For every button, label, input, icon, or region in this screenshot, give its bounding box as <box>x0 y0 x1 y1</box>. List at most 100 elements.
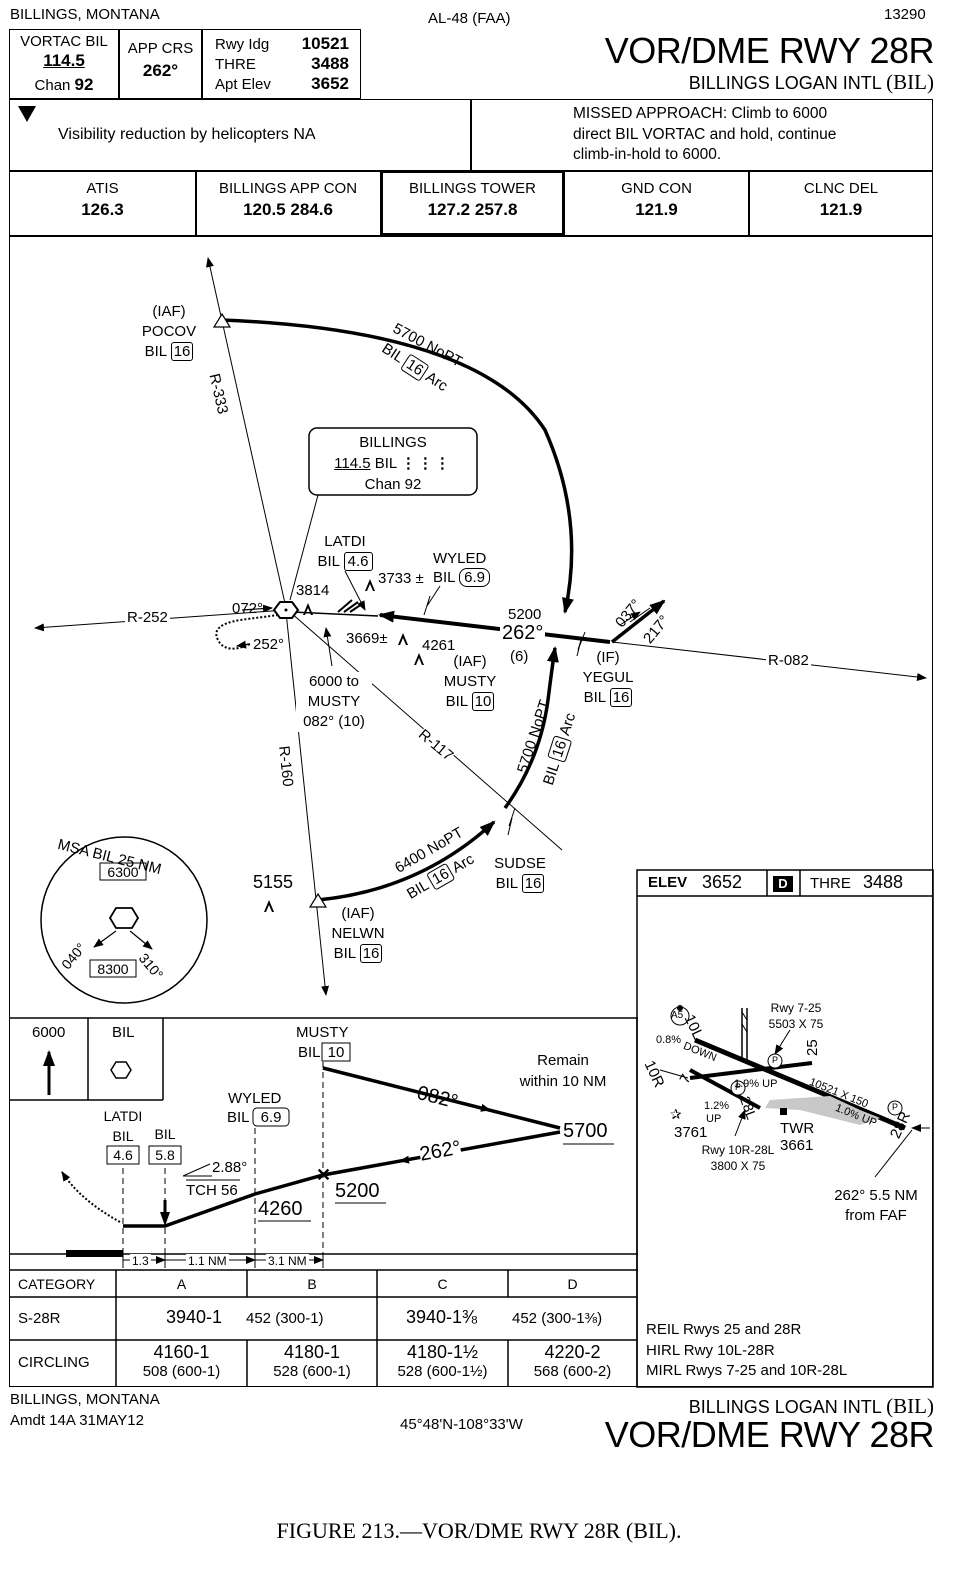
ad-grad-12: 1.2% <box>704 1100 730 1112</box>
musty-transition-note: 6000 to MUSTY 082° (10) <box>296 672 372 732</box>
comm-freq: 127.2 257.8 <box>427 200 518 219</box>
ad-rwy-10r-28l-label: Rwy 10R-28L 3800 X 75 <box>701 1143 775 1173</box>
ad-grad-19: 1.9% UP <box>734 1078 778 1090</box>
course-072: 072° <box>232 600 264 617</box>
thre-value: 3488 <box>311 54 349 73</box>
fix-nelwn: (IAF) NELWN BIL 16 <box>331 905 385 963</box>
app-crs-label: APP CRS <box>127 40 194 57</box>
comm-freq: 126.3 <box>81 200 124 219</box>
comm-clnc-del: CLNC DEL 121.9 <box>749 180 933 220</box>
fix-pocov: (IAF) POCOV BIL 16 <box>134 302 204 362</box>
footer-airport-line: BILLINGS LOGAN INTL (BIL) <box>689 1394 934 1419</box>
ad-lighting-line: MIRL Rwys 7-25 and 10R-28L <box>646 1362 848 1379</box>
chart-title: VOR/DME RWY 28R <box>604 30 935 71</box>
ad-grad-08: 0.8% <box>656 1034 682 1046</box>
profile-musty-dme: 10 <box>327 1044 345 1061</box>
thre-label: THRE <box>215 56 256 73</box>
minimums-s28r-ab-sub: 452 (300-1) <box>246 1310 324 1327</box>
minimums-circling-d: 4220-2 568 (600-2) <box>533 1342 612 1380</box>
footer-title: VOR/DME RWY 28R <box>604 1414 935 1455</box>
comm-name: BILLINGS TOWER <box>409 180 536 197</box>
navaid-chan: Chan 92 <box>364 476 422 493</box>
fix-wyled-name: WYLED <box>433 550 487 567</box>
chart-frame <box>9 236 933 1387</box>
vortac-label: VORTAC BIL <box>20 33 108 50</box>
fix-musty: (IAF) MUSTY BIL 10 <box>443 653 497 711</box>
minimums-s28r-ab-main: 3940-1 <box>166 1307 223 1327</box>
fix-pocov-name: POCOV <box>141 323 197 340</box>
ad-obstacle-icon: ✰ <box>670 1106 682 1122</box>
comm-name: ATIS <box>86 180 119 197</box>
app-crs-value: 262° <box>142 61 179 80</box>
tower-icon <box>780 1108 787 1115</box>
elev-3814: 3814 <box>296 582 330 599</box>
radial-160-line <box>285 611 330 996</box>
tower-box <box>380 170 565 236</box>
fix-sudse: SUDSE BIL 16 <box>494 855 546 893</box>
minimums-circling-b: 4180-1 528 (600-1) <box>273 1342 351 1380</box>
minimums-header-b: B <box>307 1276 317 1292</box>
footer-airport-code: (BIL) <box>886 1394 934 1418</box>
arc-north <box>221 318 574 614</box>
comm-app-con: BILLINGS APP CON 120.5 284.6 <box>196 180 380 220</box>
rwy-ldg-label: Rwy Idg <box>215 36 270 53</box>
vortac-icon <box>272 601 300 619</box>
ad-p-marker: P <box>891 1102 898 1112</box>
runway-7-25 <box>689 1061 813 1080</box>
profile-alt-5700: 5700 <box>563 1120 608 1142</box>
minimums-s28r-cd-sub: 452 (300-1⅜) <box>512 1310 603 1327</box>
header-location: BILLINGS, MONTANA <box>10 6 160 23</box>
footer-coords: 45°48'N-108°33'W <box>400 1416 523 1433</box>
elev-4261: 4261 <box>422 637 456 654</box>
chan-line: Chan 92 <box>10 75 118 95</box>
ad-p-marker: P <box>771 1055 778 1065</box>
minimums-circling-c: 4180-1½ 528 (600-1½) <box>397 1342 488 1380</box>
ad-up: UP <box>706 1113 722 1125</box>
minimums-s28r-cd-main: 3940-1⅜ <box>406 1307 478 1327</box>
comm-freq: 120.5 284.6 <box>243 200 333 219</box>
profile-wyled-dme: 6.9 <box>260 1109 282 1126</box>
elev-3669: 3669± <box>346 630 388 647</box>
elev-3733: 3733 ± <box>378 570 424 587</box>
profile-remain-note: Remain within 10 NM <box>519 1052 607 1090</box>
profile-alt-6000: 6000 <box>32 1024 66 1041</box>
msa-north-alt: 6300 <box>107 864 139 880</box>
radial-082-label: R-082 <box>766 652 811 669</box>
ad-twr: TWR <box>780 1120 815 1137</box>
comm-name: CLNC DEL <box>803 180 879 197</box>
ad-p-marker: P <box>734 1082 741 1092</box>
profile-dist-3: 3.1 NM <box>266 1254 309 1268</box>
ad-thre-label: THRE <box>810 875 851 892</box>
missed-approach-line: climb-in-hold to 6000. <box>573 146 722 163</box>
profile-latdi-dme: 4.6 <box>113 1147 133 1163</box>
missed-approach-line: direct BIL VORTAC and hold, continue <box>573 125 837 143</box>
fix-yegul: (IF) YEGUL BIL 16 <box>582 649 634 707</box>
profile-glideslope: 2.88° <box>212 1159 248 1176</box>
ad-rwy-25: 25 <box>804 1039 821 1056</box>
profile-wyled-bil: BIL <box>227 1109 250 1126</box>
ad-lighting: REIL Rwys 25 and 28R HIRL Rwy 10L-28R MI… <box>646 1320 847 1382</box>
navaid-info: BILLINGS 114.5 BIL ⋮⋮⋮ Chan 92 <box>309 432 477 495</box>
airport-runways <box>659 1005 930 1178</box>
arc-south <box>317 820 496 902</box>
profile-musty-name: MUSTY <box>296 1024 349 1041</box>
airport-name-line: BILLINGS LOGAN INTL (BIL) <box>689 70 934 95</box>
runway-10l-28r <box>694 1037 906 1131</box>
arc-east <box>503 646 559 810</box>
profile-alt-5200: 5200 <box>335 1180 380 1202</box>
fix-pocov-dme: BIL 16 <box>134 342 204 362</box>
ad-rwy-7-25-label: Rwy 7-25 5503 X 75 <box>768 1001 824 1031</box>
profile-alt-4260: 4260 <box>258 1198 303 1220</box>
elev-5155: 5155 <box>253 872 294 892</box>
ad-lighting-line: REIL Rwys 25 and 28R <box>646 1321 802 1338</box>
minimums-header-d: D <box>567 1276 578 1292</box>
minimums-circling-a: 4160-1 508 (600-1) <box>142 1342 221 1380</box>
obstacle-icons <box>264 579 424 912</box>
yegul-entry-course <box>610 599 666 644</box>
ad-thre-value: 3488 <box>863 872 904 892</box>
rwy-ldg-value: 10521 <box>301 34 349 53</box>
minimums-header-category: CATEGORY <box>18 1276 96 1292</box>
minimums-circling-label: CIRCLING <box>18 1354 90 1371</box>
alternate-minimums-icon <box>18 106 36 122</box>
